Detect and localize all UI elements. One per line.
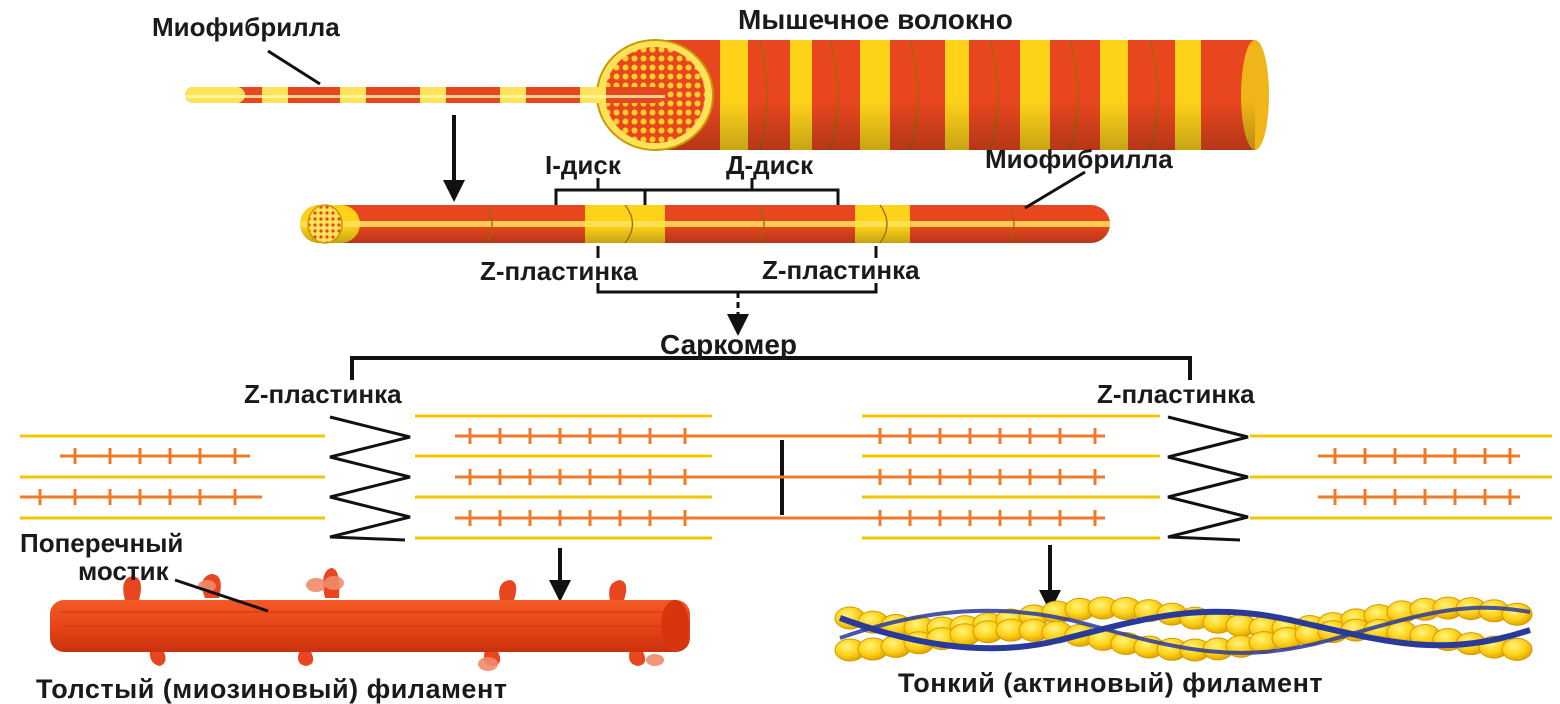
sarcomere-detail	[20, 416, 1552, 540]
leader-line-myofibril-top	[268, 51, 320, 84]
leader-line-myofibril-right	[1025, 172, 1085, 208]
actin-bead	[1502, 603, 1532, 625]
label-i-disc: I-диск	[545, 152, 621, 178]
label-cross-bridge-line2: мостик	[78, 558, 169, 584]
label-sarcomere: Саркомер	[660, 331, 797, 359]
label-myofibril-top: Миофибрилла	[152, 14, 340, 40]
z-zigzag-right	[1168, 417, 1248, 540]
myofibril-middle	[300, 205, 1110, 243]
label-cross-bridge-line1: Поперечный	[20, 530, 183, 556]
sarcomere-bracket	[352, 358, 1190, 380]
label-muscle-fiber: Мышечное волокно	[738, 6, 1013, 34]
label-z-plate-lower-right: Z-пластинка	[1097, 381, 1255, 407]
thin-filament-illustration	[835, 597, 1532, 661]
muscle-fiber	[597, 40, 1269, 150]
label-z-plate-left: Z-пластинка	[480, 258, 638, 284]
label-z-plate-lower-left: Z-пластинка	[244, 381, 402, 407]
disc-brackets	[556, 178, 838, 205]
down-arrow-icon	[549, 548, 571, 602]
label-thick-filament: Толстый (миозиновый) филамент	[36, 676, 507, 703]
myofibril-rod-top	[185, 87, 665, 103]
label-d-disc: Д-диск	[726, 152, 813, 178]
down-arrow-icon	[443, 115, 465, 202]
actin-beads	[835, 597, 1532, 661]
label-thin-filament: Тонкий (актиновый) филамент	[898, 670, 1323, 697]
label-myofibril-right: Миофибрилла	[985, 146, 1173, 172]
label-z-plate-right: Z-пластинка	[762, 257, 920, 283]
z-zigzag-left	[330, 417, 410, 540]
actin-bead	[1502, 638, 1532, 660]
